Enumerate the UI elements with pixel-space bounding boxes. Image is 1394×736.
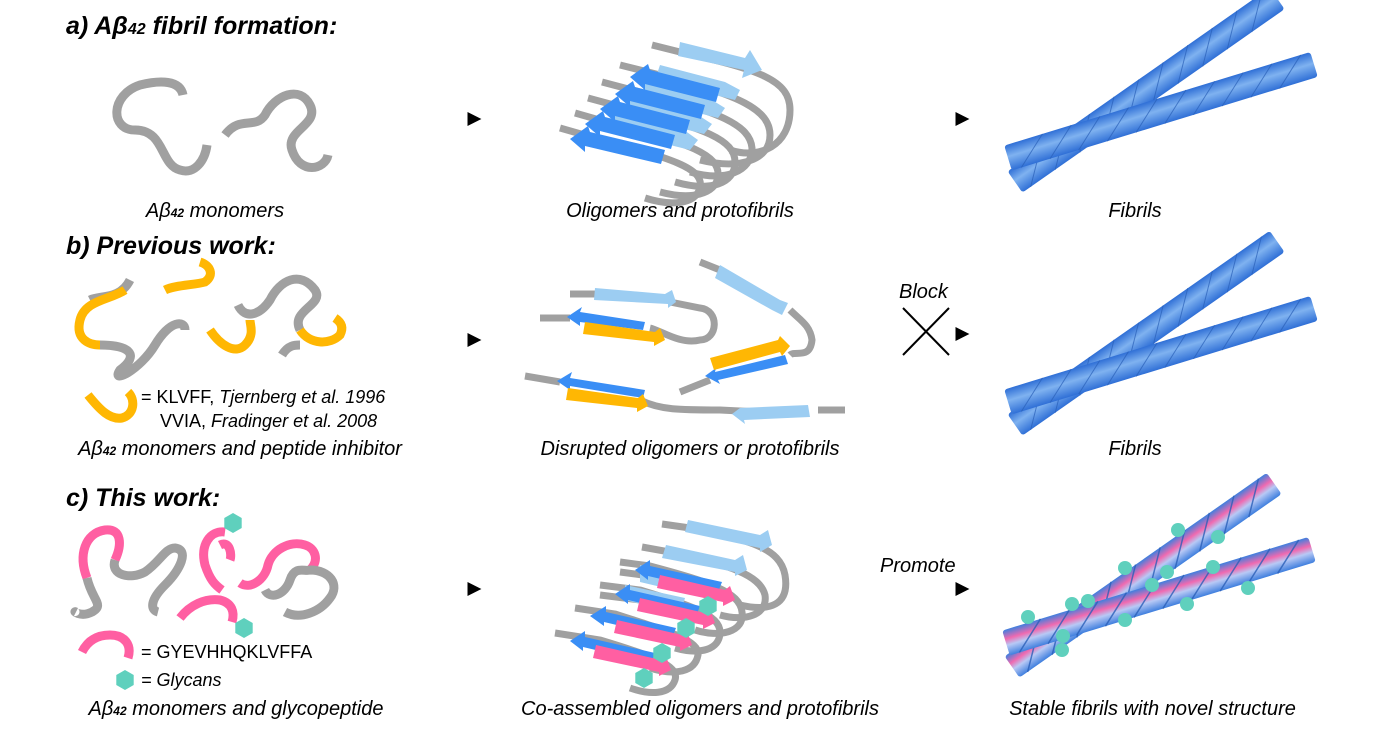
caption-text: Aβ bbox=[78, 438, 103, 460]
legend-sequence: = KLVFF, bbox=[141, 387, 220, 407]
glycan-icon bbox=[224, 513, 242, 533]
legend-reference: Tjernberg et al. 1996 bbox=[219, 387, 386, 407]
panel-b-disrupted-oligomers bbox=[524, 258, 845, 424]
panel-a-fibrils bbox=[1003, 0, 1319, 194]
caption-b-disrupted: Disrupted oligomers or protofibrils bbox=[540, 438, 840, 460]
panel-a-oligomers bbox=[559, 41, 794, 207]
glycan-legend: = Glycans bbox=[141, 669, 222, 691]
inhibitor-legend-line1: = KLVFF, Tjernberg et al. 1996 bbox=[141, 386, 385, 408]
panel-a-monomers bbox=[112, 77, 333, 176]
glycopeptide-legend: = GYEVHHQKLVFFA bbox=[141, 642, 313, 662]
caption-c-monomers: Aβ42 monomers and glycopeptide bbox=[66, 697, 406, 723]
promote-label: Promote bbox=[880, 555, 956, 577]
panel-b-monomers bbox=[74, 257, 347, 381]
panel-c-heading: c) This work: bbox=[66, 484, 221, 512]
panel-c-coassembled bbox=[554, 520, 790, 696]
inhibitor-legend-line2: VVIA, Fradinger et al. 2008 bbox=[160, 410, 377, 432]
caption-a-oligomers: Oligomers and protofibrils bbox=[566, 200, 794, 222]
panel-a-heading: a) Aβ42 fibril formation: bbox=[66, 12, 337, 44]
caption-subscript: 42 bbox=[170, 206, 185, 220]
heading-subscript: 42 bbox=[127, 21, 146, 38]
caption-text: monomers bbox=[184, 200, 285, 222]
panel-c-monomers bbox=[70, 525, 339, 624]
caption-subscript: 42 bbox=[102, 444, 117, 458]
heading-text: fibril formation: bbox=[145, 12, 338, 40]
glycan-legend-icon bbox=[116, 670, 134, 690]
caption-c-stable-fibrils: Stable fibrils with novel structure bbox=[1009, 698, 1296, 720]
caption-b-fibrils: Fibrils bbox=[1108, 438, 1162, 460]
block-arrow bbox=[873, 307, 970, 356]
caption-text: Aβ bbox=[145, 200, 171, 222]
heading-text: a) Aβ bbox=[66, 12, 128, 40]
panel-c-stable-fibrils bbox=[1001, 472, 1317, 679]
inhibitor-legend-icon bbox=[84, 388, 138, 423]
panel-b-heading: b) Previous work: bbox=[66, 232, 276, 260]
caption-text: Aβ bbox=[88, 698, 114, 720]
caption-c-coassembled: Co-assembled oligomers and protofibrils bbox=[521, 698, 879, 720]
caption-b-monomers: Aβ42 monomers and peptide inhibitor bbox=[60, 437, 420, 463]
caption-text: monomers and glycopeptide bbox=[126, 698, 384, 720]
glycopeptide-legend-icon bbox=[77, 630, 134, 660]
caption-a-monomers: Aβ42 monomers bbox=[110, 199, 320, 225]
glycan-icon bbox=[235, 618, 253, 638]
legend-sequence: VVIA, bbox=[160, 411, 212, 431]
panel-b-fibrils bbox=[1003, 230, 1319, 437]
caption-text: monomers and peptide inhibitor bbox=[116, 438, 402, 460]
glycan-legend-text: = Glycans bbox=[141, 670, 222, 690]
block-label: Block bbox=[899, 281, 948, 303]
caption-subscript: 42 bbox=[113, 704, 127, 718]
legend-reference: Fradinger et al. 2008 bbox=[211, 411, 378, 431]
caption-a-fibrils: Fibrils bbox=[1108, 200, 1162, 222]
